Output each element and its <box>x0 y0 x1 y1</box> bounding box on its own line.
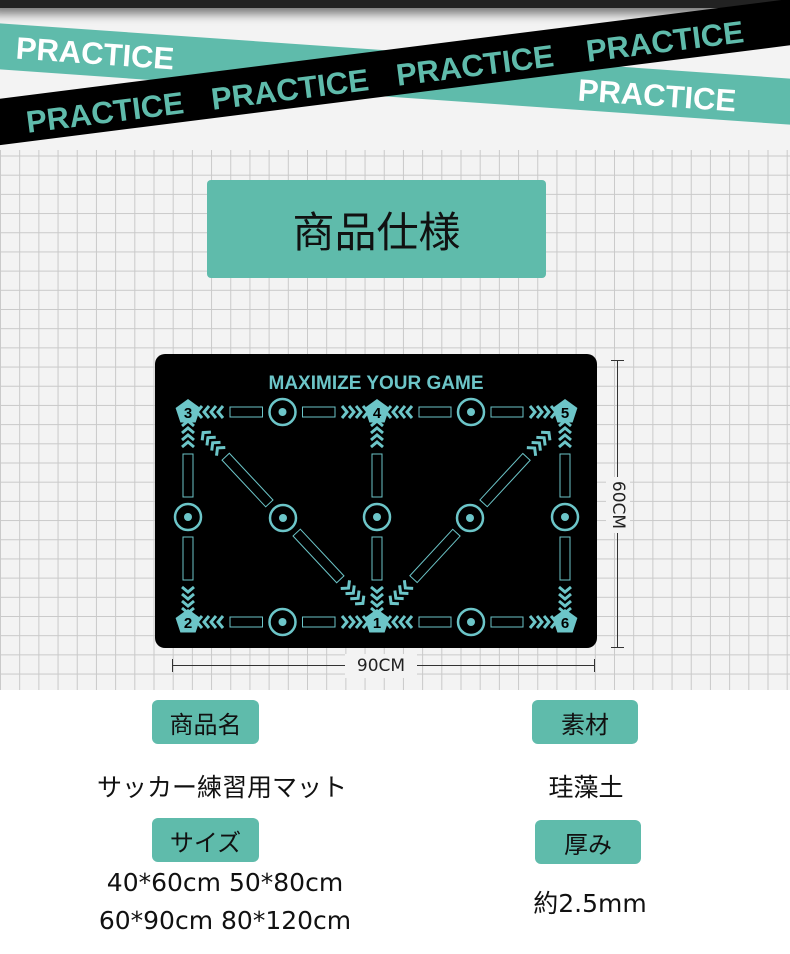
chevron-arrows <box>388 580 414 606</box>
page-title: 商品仕様 <box>207 180 546 278</box>
soccer-ball-icon <box>550 502 580 532</box>
soccer-ball-icon <box>456 397 486 427</box>
chevron-arrows <box>195 615 225 629</box>
arrow-bar <box>229 616 263 628</box>
arrow-bar <box>371 536 383 581</box>
material-value: 珪藻土 <box>548 773 624 802</box>
soccer-ball-center <box>279 514 287 522</box>
chevron-arrows <box>528 405 558 419</box>
grid-background: PRACTICE PRACTICE PRACTICE PRACTICE PRAC… <box>0 0 790 690</box>
height-dimension-label: 60CM <box>606 477 630 533</box>
station-marker <box>364 399 390 423</box>
arrow-bar <box>371 453 383 498</box>
station-number: 4 <box>373 405 382 422</box>
station-number: 2 <box>184 615 192 632</box>
chevron-arrows <box>528 615 558 629</box>
thickness-value: 約2.5mm <box>533 889 647 918</box>
size-label-badge: サイズ <box>152 818 259 862</box>
soccer-ball-center <box>278 408 287 416</box>
arrow-bar <box>559 453 571 498</box>
arrow-bar <box>229 406 263 418</box>
chevron-arrows <box>558 419 572 449</box>
arrow-bar <box>292 528 345 584</box>
arrow-bar <box>182 536 194 581</box>
soccer-ball-icon <box>362 502 392 532</box>
chevron-arrows <box>200 430 226 456</box>
size-line-1: 40*60cm 50*80cm <box>106 868 344 897</box>
station-number: 6 <box>561 615 569 632</box>
thickness-label-badge: 厚み <box>535 820 641 864</box>
soccer-ball-center <box>561 513 569 521</box>
arrow-bar <box>479 452 531 508</box>
soccer-ball-icon <box>268 397 297 427</box>
top-bar <box>0 0 790 8</box>
arrow-bar <box>559 536 571 581</box>
soccer-ball-icon <box>268 607 297 637</box>
soccer-ball-icon <box>268 503 298 533</box>
width-dimension-label: 90CM <box>345 654 417 678</box>
station-marker <box>364 609 390 633</box>
soccer-ball-center <box>278 618 287 626</box>
mat-title: MAXIMIZE YOUR GAME <box>269 373 484 394</box>
chevron-arrows <box>526 430 552 456</box>
chevron-arrows <box>340 405 370 419</box>
name-label-badge: 商品名 <box>152 700 259 744</box>
station-number: 5 <box>561 405 569 422</box>
chevron-arrows <box>195 405 225 419</box>
station-marker <box>175 399 201 423</box>
mat-diagram: MAXIMIZE YOUR GAME 1 2 3 4 5 6 <box>173 373 580 637</box>
chevron-arrows <box>384 405 414 419</box>
soccer-ball-center <box>467 408 475 416</box>
chevron-arrows <box>340 580 366 606</box>
arrow-bar <box>418 406 452 418</box>
product-mat: MAXIMIZE YOUR GAME 1 2 3 4 5 6 <box>155 354 597 648</box>
station-marker <box>552 399 578 423</box>
name-value: サッカー練習用マット <box>96 773 347 802</box>
arrow-bar <box>221 452 274 508</box>
chevron-arrows <box>181 419 195 449</box>
station-marker <box>552 609 578 633</box>
arrow-bar <box>182 453 194 498</box>
arrow-bar <box>302 616 336 628</box>
station-marker <box>175 609 201 633</box>
soccer-ball-center <box>184 513 192 521</box>
soccer-ball-center <box>466 514 474 522</box>
arrow-bar <box>409 528 461 584</box>
arrow-bar <box>302 406 336 418</box>
size-line-2: 60*90cm 80*120cm <box>98 906 352 935</box>
soccer-ball-center <box>373 513 381 521</box>
soccer-ball-icon <box>455 503 485 533</box>
arrow-bar <box>490 406 524 418</box>
chevron-arrows <box>340 615 370 629</box>
station-number: 3 <box>184 405 192 422</box>
soccer-ball-icon <box>456 607 486 637</box>
station-number: 1 <box>373 615 381 632</box>
soccer-ball-icon <box>173 502 203 532</box>
soccer-ball-center <box>467 618 475 626</box>
arrow-bar <box>490 616 524 628</box>
chevron-arrows <box>384 615 414 629</box>
material-label-badge: 素材 <box>532 700 638 744</box>
chevron-arrows <box>370 419 384 449</box>
arrow-bar <box>418 616 452 628</box>
